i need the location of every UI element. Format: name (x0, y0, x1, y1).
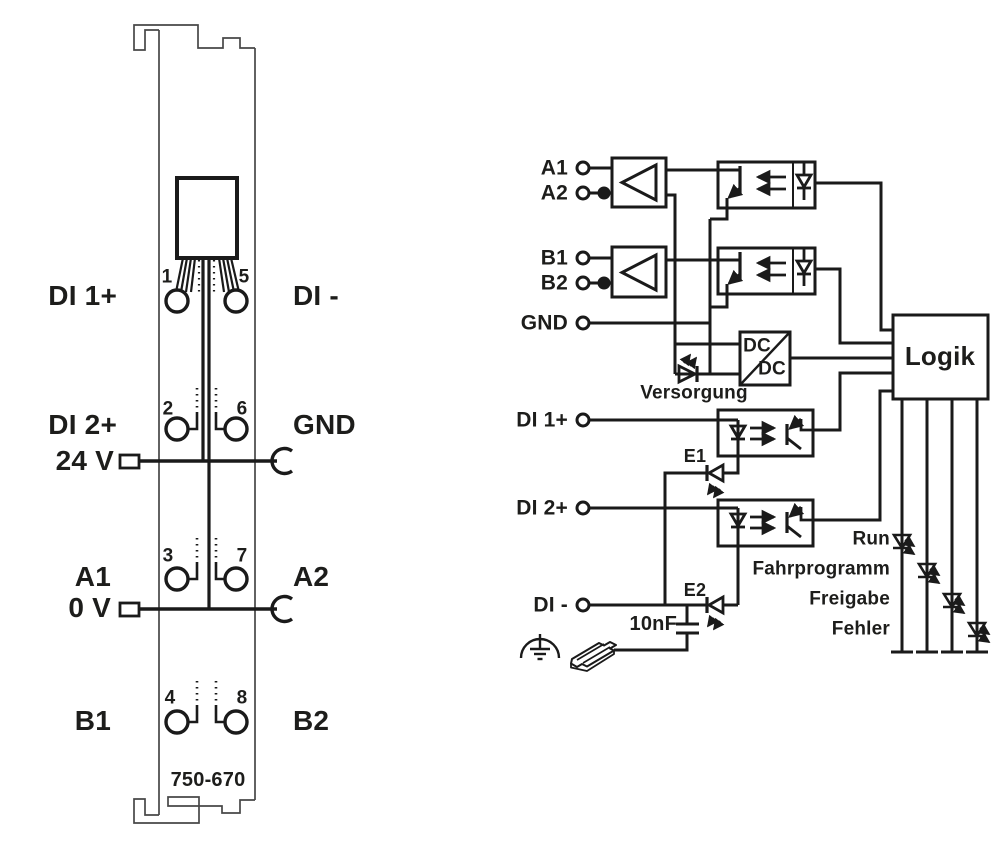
terminal-b2 (575, 275, 591, 291)
optocoupler-di2-icon (728, 502, 813, 539)
freigabe-led-icon (941, 592, 966, 614)
pin-number-3: 3 (162, 545, 174, 567)
schematic-label-b1: B1 (540, 246, 568, 270)
terminal-di2 (575, 500, 591, 516)
optocoupler-di1-icon (728, 414, 813, 451)
capacitor-icon (676, 622, 699, 635)
optocoupler-a-icon (727, 162, 814, 208)
module-label-di-minus: DI - (293, 280, 339, 311)
pin-8 (223, 709, 249, 735)
fahrprogramm-led-icon (916, 562, 941, 584)
clamp-icon-0v (270, 594, 294, 624)
module-label-b2: B2 (293, 705, 330, 736)
pin-number-8: 8 (236, 687, 248, 709)
module-bottom-clip (133, 796, 255, 824)
dcdc-top-label: DC (743, 335, 771, 357)
din-rail-icon (570, 641, 617, 672)
pin-7 (223, 566, 249, 592)
module-wiring (118, 176, 294, 735)
pin-5 (223, 288, 249, 314)
connector-block (175, 176, 239, 260)
optocoupler-b-icon (727, 248, 814, 294)
freigabe-led-label: Freigabe (809, 588, 890, 610)
internal-bus (201, 258, 211, 609)
pin-1 (164, 288, 190, 314)
pin-number-2: 2 (162, 398, 174, 420)
optocoupler-di1 (716, 408, 815, 458)
module-label-gnd: GND (293, 409, 356, 440)
schematic-drawing (519, 156, 991, 672)
schematic-label-a2: A2 (540, 181, 568, 205)
supply-led-icon (677, 353, 699, 385)
junction-dot-b2 (597, 276, 611, 290)
run-led-label: Run (852, 528, 890, 550)
pin-number-4: 4 (164, 687, 176, 709)
module-label-a2: A2 (293, 561, 330, 592)
optocoupler-b (716, 246, 817, 296)
io-module-drawing (133, 24, 256, 824)
terminal-a2 (575, 185, 591, 201)
run-led-icon (891, 533, 916, 555)
module-label-b1: B1 (74, 705, 111, 736)
module-label-di1-plus: DI 1+ (48, 280, 117, 311)
earth-icon (519, 634, 561, 661)
pin-3 (164, 566, 190, 592)
module-label-0v: 0 V (68, 592, 111, 623)
capacitor-value-label: 10nF (629, 613, 677, 635)
schematic-label-di1-plus: DI 1+ (516, 408, 568, 432)
terminal-gnd (575, 315, 591, 331)
e1-label: E1 (683, 446, 707, 466)
square-terminal-icon (118, 453, 141, 470)
module-part-number: 750-670 (170, 769, 246, 791)
schematic-label-di-minus: DI - (533, 593, 568, 617)
module-label-a1: A1 (74, 561, 111, 592)
terminal-b1 (575, 250, 591, 266)
terminal-pins (164, 288, 249, 735)
pin-number-6: 6 (236, 398, 248, 420)
clamp-contacts (188, 388, 225, 724)
square-terminal-icon (118, 601, 141, 618)
schematic-terminals (575, 160, 591, 613)
module-label-24v: 24 V (55, 445, 114, 476)
module-label-di2-plus: DI 2+ (48, 409, 117, 440)
fehler-led-icon (966, 621, 991, 643)
pin-number-5: 5 (238, 266, 250, 288)
e2-label: E2 (683, 580, 707, 600)
terminal-dim (575, 597, 591, 613)
pin-6 (223, 416, 249, 442)
power-feed-0v (118, 594, 294, 624)
supply-led-label: Versorgung (640, 382, 748, 404)
terminal-di1 (575, 412, 591, 428)
logic-block-label: Logik (904, 341, 976, 371)
pin-4 (164, 709, 190, 735)
terminal-a1 (575, 160, 591, 176)
power-feed-24v (118, 446, 294, 476)
clamp-icon-24v (270, 446, 294, 476)
schematic-label-di2-plus: DI 2+ (516, 496, 568, 520)
pin-2 (164, 416, 190, 442)
ribbon-cable (174, 257, 241, 293)
e1-led-icon (705, 462, 725, 499)
schematic-label-a1: A1 (540, 156, 568, 180)
junction-dot-a2 (597, 186, 611, 200)
module-top-clip (133, 24, 255, 51)
fahrprogramm-led-label: Fahrprogramm (752, 558, 890, 580)
e2-led-icon (705, 594, 725, 631)
fehler-led-label: Fehler (831, 618, 890, 640)
pin-number-7: 7 (236, 545, 248, 567)
schematic-label-gnd: GND (520, 311, 568, 335)
dcdc-bottom-label: DC (758, 358, 786, 380)
schematic-label-b2: B2 (540, 271, 568, 295)
pin-number-1: 1 (161, 266, 173, 288)
